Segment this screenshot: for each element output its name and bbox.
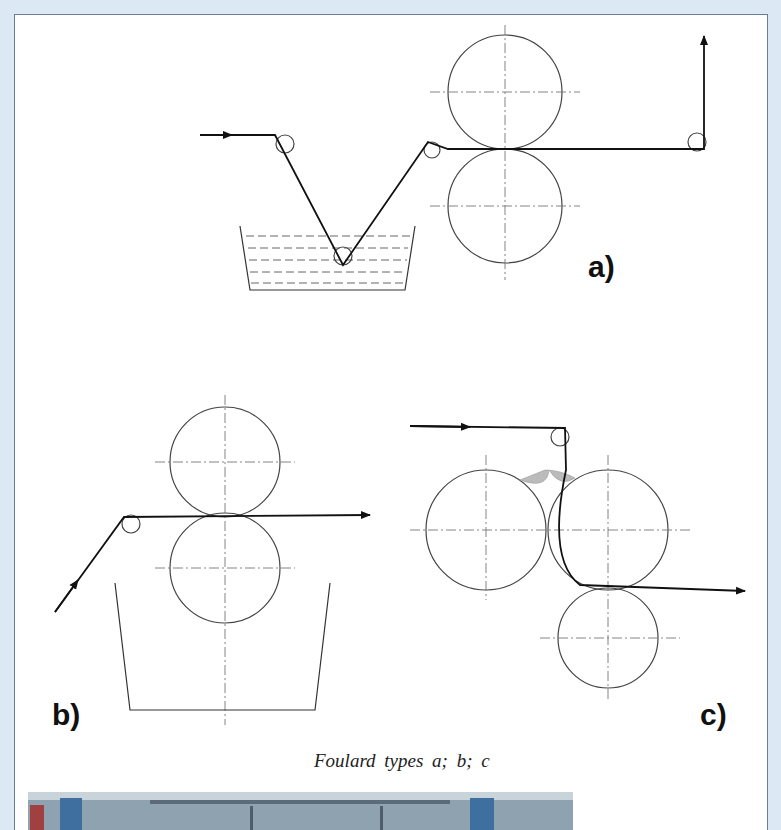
figure-label: c)	[700, 698, 727, 732]
figure-caption: Foulard types a; b; c	[314, 750, 490, 772]
figure-label: b)	[52, 698, 80, 732]
white-panel	[14, 14, 768, 830]
photo-fragment	[28, 792, 573, 830]
figure-label: a)	[588, 250, 615, 284]
